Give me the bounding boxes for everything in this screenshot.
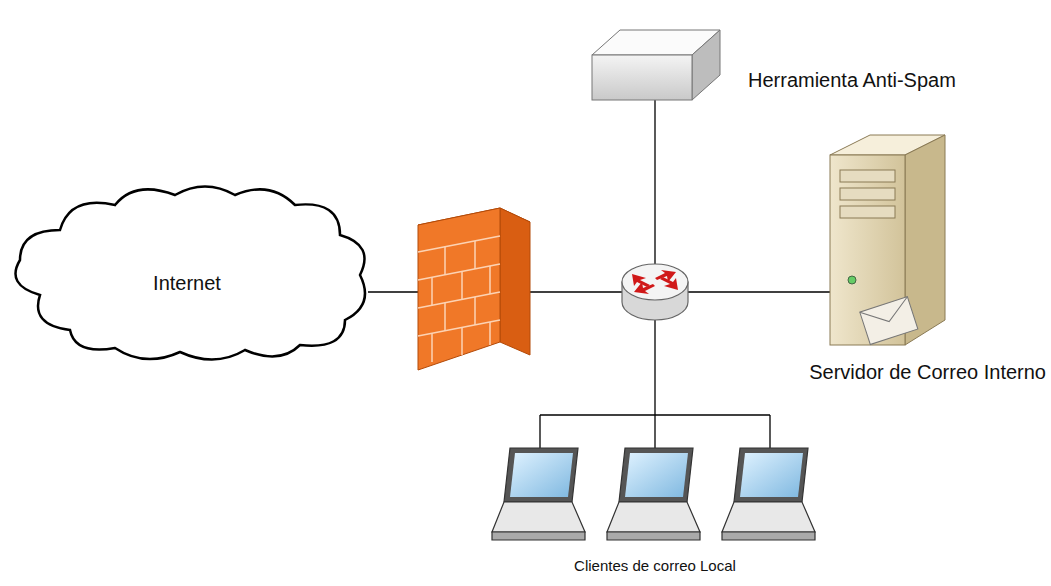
- node-label: Internet: [151, 271, 223, 295]
- node-label: Servidor de Correo Interno: [805, 360, 1046, 384]
- client-laptops: [492, 448, 815, 540]
- anti-spam-appliance: [592, 30, 720, 100]
- clients-label-node: Clientes de correo Local: [572, 557, 738, 575]
- node-label: Herramienta Anti-Spam: [748, 68, 960, 92]
- node-label: Clientes de correo Local: [572, 557, 738, 575]
- server-label-node: Servidor de Correo Interno: [805, 360, 1046, 384]
- internet-cloud: [16, 187, 366, 360]
- firewall-icon: [418, 208, 530, 370]
- appliance-label-node: Herramienta Anti-Spam: [748, 68, 960, 92]
- mail-server: [830, 135, 945, 345]
- network-wires: [368, 100, 830, 448]
- router-icon: [622, 264, 688, 320]
- cloud-node: Internet: [151, 271, 223, 295]
